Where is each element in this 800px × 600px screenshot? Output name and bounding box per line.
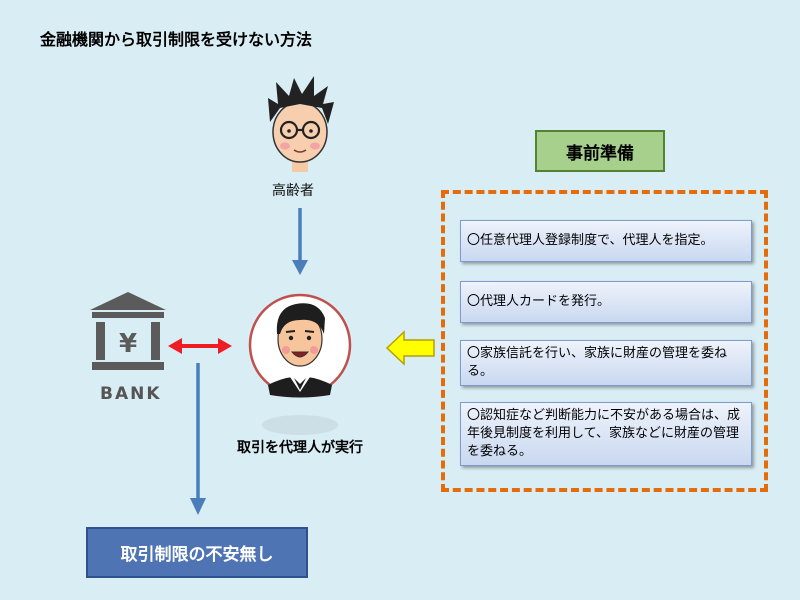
bank-label: BANK (100, 384, 162, 404)
step-item-family-trust: 〇家族信託を行い、家族に財産の管理を委ねる。 (460, 340, 752, 386)
arrow-down-to-result (190, 363, 206, 515)
step-item-adult-guardianship: 〇認知症など判断能力に不安がある場合は、成年後見制度を利用して、家族などに財産の… (460, 402, 752, 466)
yellow-arrow-left (385, 330, 435, 366)
step-item-proxy-card: 〇代理人カードを発行。 (460, 281, 752, 323)
bank-yen-symbol: ¥ (119, 329, 137, 359)
proxy-label: 取引を代理人が実行 (237, 440, 363, 456)
result-box: 取引制限の不安無し (86, 527, 308, 578)
bank-icon: ¥ (90, 292, 166, 370)
step-item-proxy-registration: 〇任意代理人登録制度で、代理人を指定。 (460, 220, 752, 262)
preparation-title: 事前準備 (535, 130, 665, 172)
proxy-person-icon (248, 293, 352, 435)
arrow-down-elder-to-proxy (292, 208, 308, 275)
elder-person-icon (268, 76, 334, 172)
elder-label: 高齢者 (272, 183, 314, 199)
preparation-dashed-frame (441, 190, 768, 492)
page-title: 金融機関から取引制限を受けない方法 (40, 30, 313, 49)
double-arrow-bank-proxy (168, 338, 232, 354)
